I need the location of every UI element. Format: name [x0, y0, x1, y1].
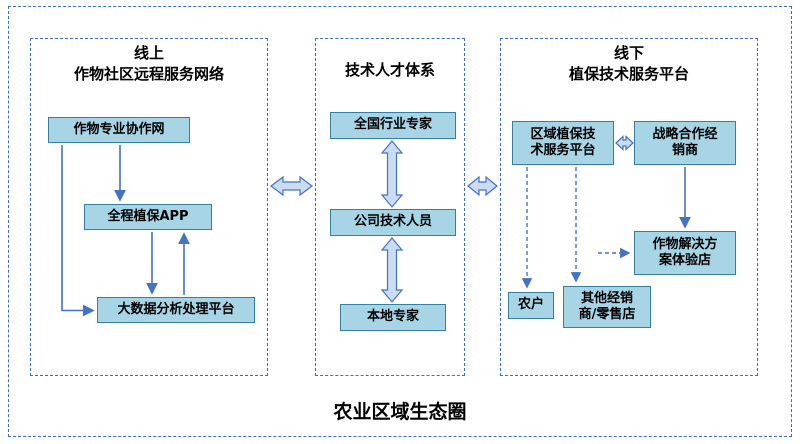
node-farmers: 农户: [508, 292, 554, 319]
panel-offline-platform: [500, 38, 758, 376]
online-panel-title: 线上 作物社区远程服务网络: [30, 43, 268, 85]
node-strategic-dealers: 战略合作经销商: [634, 121, 736, 165]
offline-panel-title: 线下 植保技术服务平台: [500, 43, 758, 85]
node-plant-protection-app: 全程植保APP: [84, 204, 212, 230]
panel-online-network: [30, 38, 268, 376]
offline-title-line2: 植保技术服务平台: [568, 65, 689, 83]
node-national-experts: 全国行业专家: [330, 112, 456, 139]
online-title-line2: 作物社区远程服务网络: [73, 65, 224, 83]
online-title-line1: 线上: [133, 44, 164, 62]
node-local-experts: 本地专家: [340, 304, 446, 331]
node-solution-experience-store: 作物解决方案体验店: [634, 231, 736, 275]
node-crop-collaboration-network: 作物专业协作网: [48, 117, 190, 143]
node-other-retailers: 其他经销商/零售店: [563, 286, 651, 328]
outer-boundary: [8, 6, 792, 437]
diagram-caption: 农业区域生态圈: [333, 401, 467, 423]
talent-panel-title: 技术人才体系: [344, 61, 435, 79]
offline-title-line1: 线下: [613, 44, 644, 62]
node-regional-service-platform: 区域植保技术服务平台: [512, 121, 614, 165]
node-bigdata-platform: 大数据分析处理平台: [97, 297, 255, 323]
panel-talent-system: [315, 38, 465, 376]
node-company-technicians: 公司技术人员: [330, 209, 456, 236]
